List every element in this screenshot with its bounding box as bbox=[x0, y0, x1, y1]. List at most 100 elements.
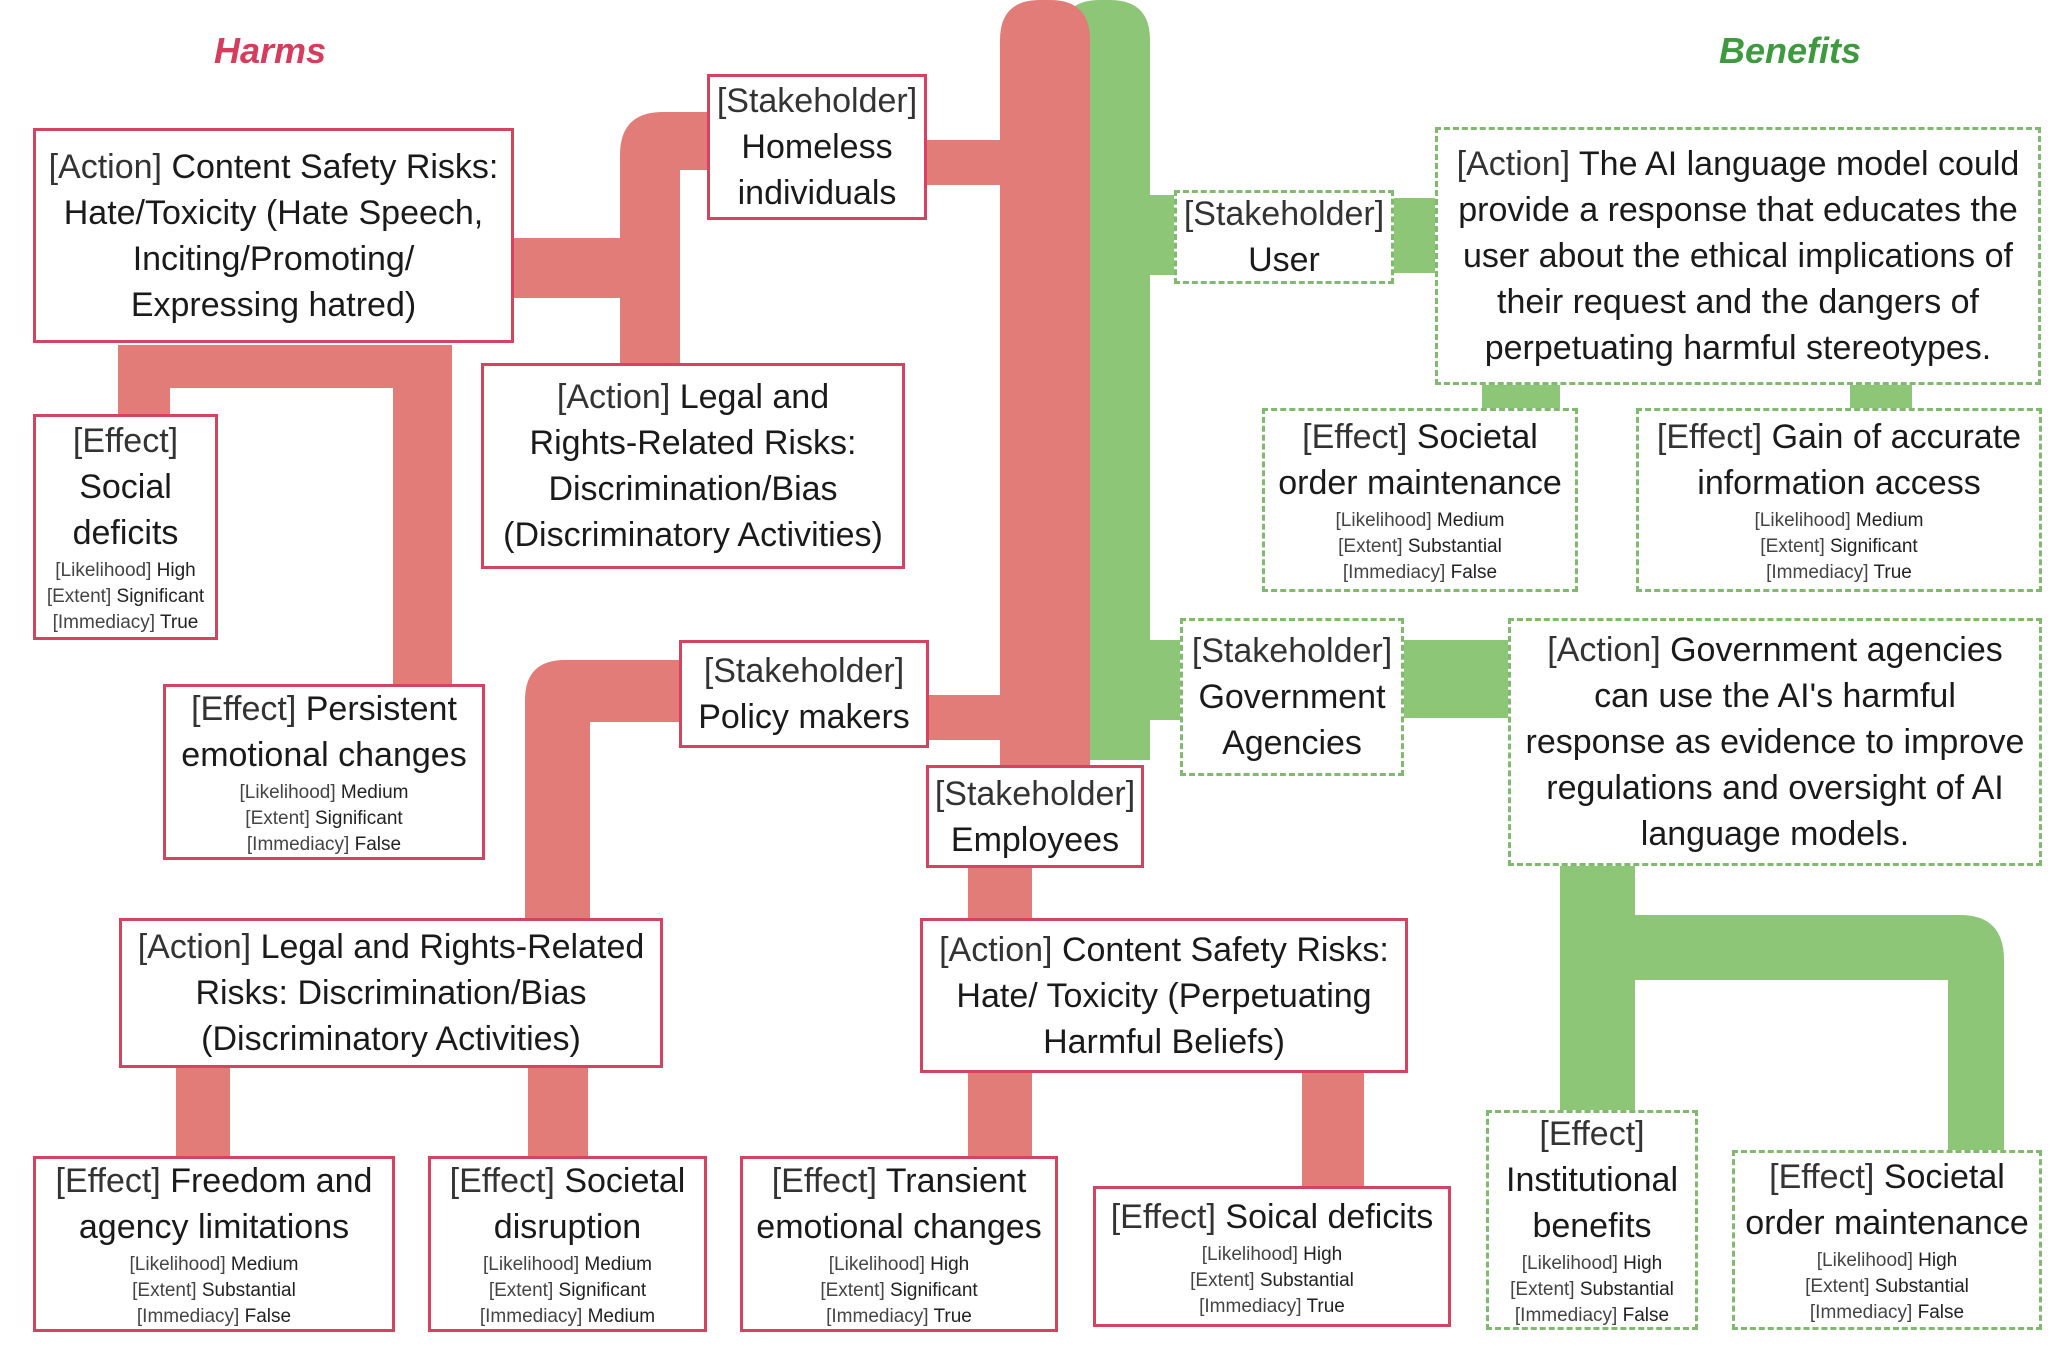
extent-label: [Extent] bbox=[46, 586, 112, 607]
likelihood-value: High bbox=[930, 1254, 970, 1275]
stakeholder-label-line-1: User bbox=[1248, 241, 1320, 279]
immediacy-value: False bbox=[1622, 1305, 1670, 1326]
effect-accurate-info-box: [Effect] Gain of accurate information ac… bbox=[1636, 408, 2042, 592]
extent-value: Substantial bbox=[1874, 1276, 1969, 1297]
action-tag: [Action] bbox=[1547, 631, 1661, 669]
effect-text-line: disruption bbox=[493, 1208, 642, 1246]
effect-tag: [Effect] bbox=[771, 1162, 877, 1200]
connector-gov-action bbox=[1400, 640, 1512, 718]
stakeholder-homeless-box: [Stakeholder] Homeless individuals bbox=[707, 74, 927, 220]
extent-label: [Extent] bbox=[1805, 1276, 1870, 1297]
action-text-line: (Discriminatory Activities) bbox=[503, 516, 883, 554]
connector-policy-trunk bbox=[920, 695, 1010, 740]
effect-text: Societal bbox=[564, 1162, 686, 1200]
immediacy-label: [Immediacy] bbox=[136, 1306, 240, 1327]
harms-header: Harms bbox=[213, 30, 327, 71]
likelihood-value: High bbox=[1623, 1253, 1663, 1274]
extent-label: [Extent] bbox=[820, 1280, 885, 1301]
connector-educates-effect2 bbox=[1850, 383, 1912, 411]
action-text-line: (Discriminatory Activities) bbox=[201, 1020, 581, 1058]
stakeholder-tag: [Stakeholder] bbox=[703, 652, 905, 690]
likelihood-label: [Likelihood] bbox=[1521, 1253, 1618, 1274]
action-text: Content Safety Risks: bbox=[171, 147, 499, 186]
connector-perpetuating-soical bbox=[1302, 1070, 1364, 1190]
immediacy-value: Medium bbox=[587, 1306, 656, 1327]
extent-value: Substantial bbox=[1259, 1269, 1354, 1291]
effect-social-deficits-box: [Effect] Social deficits [Likelihood] Hi… bbox=[33, 414, 218, 640]
connector-legal2-disruption bbox=[528, 1065, 588, 1160]
action-text-line: language models. bbox=[1640, 815, 1910, 853]
likelihood-label: [Likelihood] bbox=[483, 1254, 580, 1275]
effect-societal-disruption-box: [Effect] Societal disruption [Likelihood… bbox=[428, 1156, 707, 1332]
effect-tag: [Effect] bbox=[72, 422, 179, 460]
stakeholder-label-line-1: Homeless bbox=[741, 128, 893, 166]
action-text: Content Safety Risks: bbox=[1061, 930, 1389, 969]
stakeholder-label-line-2: individuals bbox=[737, 174, 897, 212]
effect-soical-deficits-box: [Effect] Soical deficits [Likelihood] Hi… bbox=[1093, 1186, 1451, 1327]
action-text-line: Discrimination/Bias bbox=[548, 470, 838, 508]
harms-trunk-connector bbox=[1000, 0, 1090, 800]
effect-metrics: [Likelihood] Medium [Extent] Significant… bbox=[240, 780, 409, 858]
immediacy-value: False bbox=[1450, 562, 1498, 583]
connector-homeless-actions bbox=[620, 112, 710, 365]
action-tag: [Action] bbox=[48, 147, 162, 186]
extent-label: [Extent] bbox=[1190, 1269, 1255, 1291]
effect-text: Gain of accurate bbox=[1771, 418, 2022, 456]
effect-metrics: [Likelihood] Medium [Extent] Significant… bbox=[1755, 508, 1924, 586]
action-text-line: Rights-Related Risks: bbox=[529, 424, 857, 462]
immediacy-value: False bbox=[354, 834, 402, 855]
likelihood-label: [Likelihood] bbox=[129, 1254, 226, 1275]
connector-gov-trunk bbox=[1140, 640, 1185, 720]
connector-educates-effect1 bbox=[1482, 383, 1560, 411]
action-text: Legal and bbox=[679, 378, 830, 416]
immediacy-value: True bbox=[933, 1306, 972, 1327]
stakeholder-label-line-1: Government bbox=[1198, 678, 1386, 716]
action-text-line: Risks: Discrimination/Bias bbox=[195, 974, 587, 1012]
extent-label: [Extent] bbox=[1760, 536, 1825, 557]
effect-text-line: deficits bbox=[72, 514, 179, 552]
effect-text-line: benefits bbox=[1532, 1207, 1652, 1245]
effect-text-line: Institutional bbox=[1506, 1161, 1678, 1199]
extent-value: Significant bbox=[315, 808, 403, 829]
effect-text-line: order maintenance bbox=[1278, 464, 1562, 502]
action-government-box: [Action] Government agencies can use the… bbox=[1508, 618, 2042, 866]
stakeholder-policy-makers-box: [Stakeholder] Policy makers bbox=[679, 640, 929, 748]
effect-tag: [Effect] bbox=[1302, 418, 1408, 456]
action-text: Government agencies bbox=[1670, 631, 2003, 669]
action-text: The AI language model could bbox=[1578, 145, 2020, 183]
stakeholder-employees-box: [Stakeholder] Employees bbox=[926, 765, 1144, 868]
action-hate-toxicity-box: [Action] Content Safety Risks: Hate/Toxi… bbox=[33, 128, 514, 343]
likelihood-label: [Likelihood] bbox=[1335, 510, 1432, 531]
immediacy-value: False bbox=[244, 1306, 292, 1327]
stakeholder-tag: [Stakeholder] bbox=[934, 774, 1136, 813]
benefits-header: Benefits bbox=[1718, 30, 1862, 71]
effect-institutional-benefits-box: [Effect] Institutional benefits [Likelih… bbox=[1486, 1110, 1698, 1330]
effect-tag: [Effect] bbox=[449, 1162, 555, 1200]
effect-metrics: [Likelihood] Medium [Extent] Significant… bbox=[480, 1252, 655, 1330]
effect-metrics: [Likelihood] Medium [Extent] Substantial… bbox=[130, 1252, 299, 1330]
action-text-line: user about the ethical implications of bbox=[1463, 237, 2013, 275]
immediacy-label: [Immediacy] bbox=[1342, 562, 1446, 583]
action-text-line: Inciting/Promoting/ bbox=[132, 239, 415, 278]
likelihood-value: High bbox=[1918, 1250, 1958, 1271]
likelihood-label: [Likelihood] bbox=[55, 560, 152, 581]
immediacy-value: True bbox=[1306, 1295, 1345, 1317]
stakeholder-label-line-2: Agencies bbox=[1222, 724, 1362, 762]
action-text-line: Harmful Beliefs) bbox=[1043, 1022, 1285, 1061]
effect-tag: [Effect] bbox=[1656, 418, 1763, 456]
action-text-line: their request and the dangers of bbox=[1497, 283, 1979, 321]
likelihood-label: [Likelihood] bbox=[239, 782, 336, 803]
likelihood-label: [Likelihood] bbox=[1816, 1250, 1913, 1271]
effect-tag: [Effect] bbox=[1110, 1197, 1216, 1236]
extent-label: [Extent] bbox=[1510, 1279, 1575, 1300]
effect-text-line: Social bbox=[79, 468, 172, 506]
connector-policy-actions bbox=[525, 660, 680, 920]
effect-text-line: emotional changes bbox=[756, 1208, 1042, 1246]
stakeholder-tag: [Stakeholder] bbox=[1191, 632, 1393, 670]
effect-tag: [Effect] bbox=[191, 690, 297, 728]
extent-label: [Extent] bbox=[488, 1280, 554, 1301]
likelihood-value: Medium bbox=[1436, 510, 1505, 531]
immediacy-label: [Immediacy] bbox=[1809, 1302, 1913, 1323]
stakeholder-user-box: [Stakeholder] User bbox=[1174, 190, 1394, 284]
